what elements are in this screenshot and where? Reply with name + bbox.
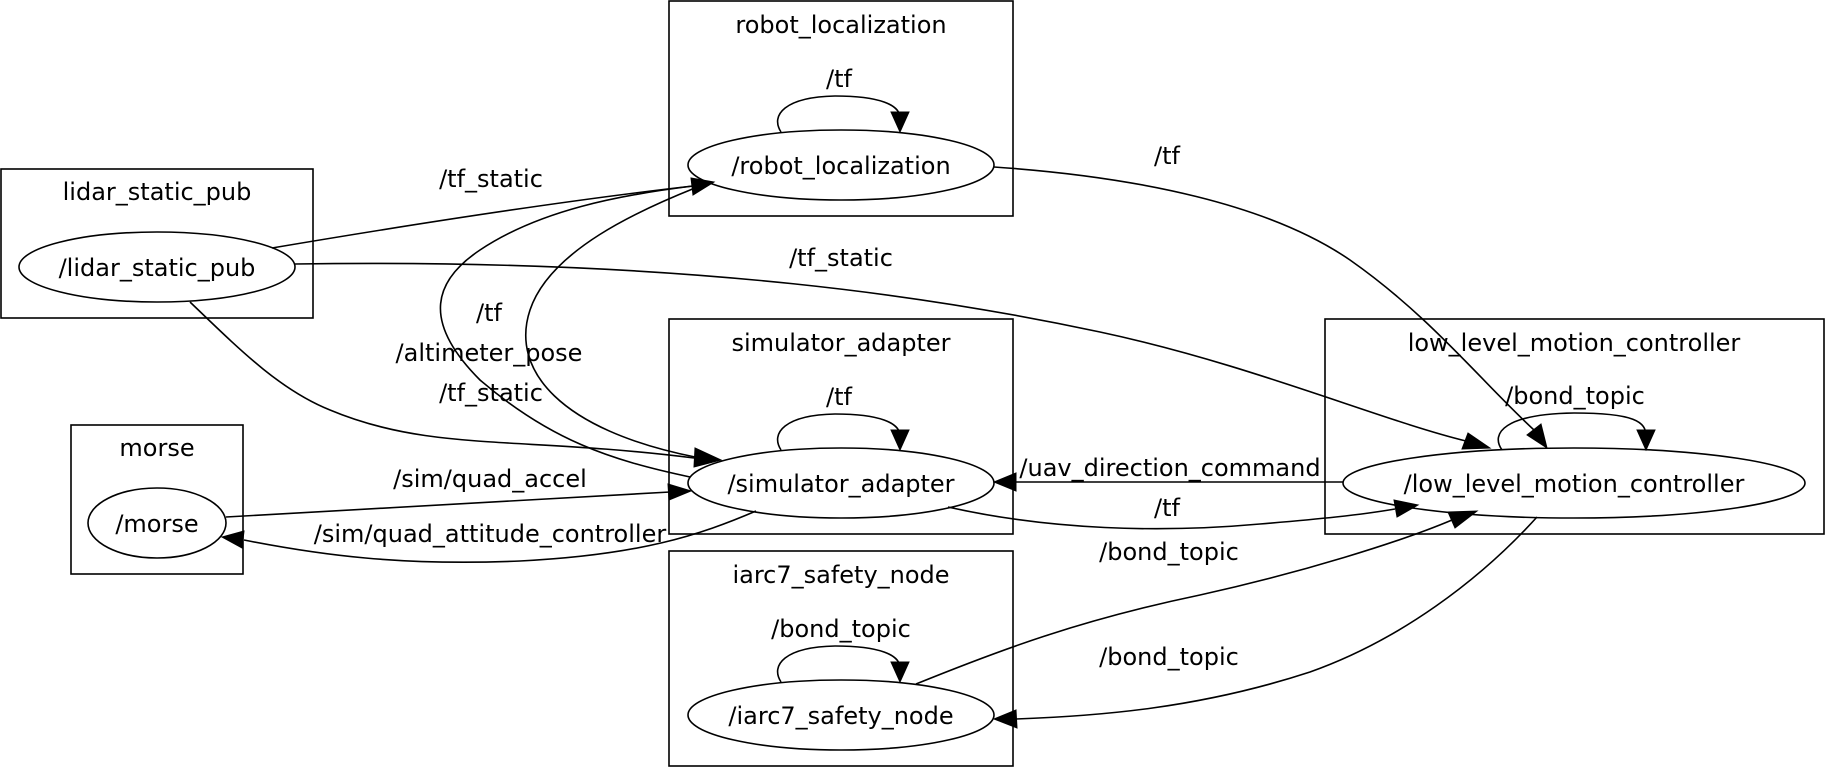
edge-simulator-to-morse-label: /sim/quad_attitude_controller [314,520,667,548]
node-morse[interactable]: /morse [87,487,227,559]
edge-lidar-to-llmc: /tf_static [294,244,1492,450]
cluster-robot-localization-label: robot_localization [735,11,946,39]
edge-llmc-to-simulator-label: /uav_direction_command [1019,454,1320,482]
edge-safety-self: /bond_topic [771,615,911,684]
edge-safety-to-llmc: /bond_topic [915,510,1479,685]
cluster-robot-localization: robot_localization [668,0,1014,217]
edge-morse-to-simulator: /sim/quad_accel [225,465,693,518]
edge-simulator-to-llmc-label: /tf [1154,494,1180,522]
node-iarc7-safety-node-label: /iarc7_safety_node [728,702,953,730]
edge-robot-localization-to-llmc: /tf [993,142,1548,450]
node-robot-localization-label: /robot_localization [731,152,950,180]
cluster-morse-label: morse [119,434,194,462]
node-robot-localization[interactable]: /robot_localization [687,129,995,201]
cluster-lidar-static-pub-label: lidar_static_pub [63,178,252,206]
edge-simulator-to-morse: /sim/quad_attitude_controller [220,510,757,564]
node-lidar-static-pub-label: /lidar_static_pub [59,254,256,282]
cluster-low-level-motion-controller: low_level_motion_controller [1324,318,1825,535]
cluster-lidar-static-pub: lidar_static_pub [0,168,314,319]
edge-lidar-to-robot-localization-label: /tf_static [439,165,543,193]
edge-robot-localization-to-llmc-label: /tf [1154,142,1180,170]
cluster-simulator-adapter-label: simulator_adapter [731,329,950,357]
edge-llmc-to-simulator: /uav_direction_command [992,454,1343,492]
edge-lidar-to-llmc-label: /tf_static [789,244,893,272]
edge-robot-localization-self-label: /tf [826,65,852,93]
edge-llmc-to-safety-label: /bond_topic [1099,643,1239,671]
edge-simulator-to-robot-localization: /tf [439,185,694,478]
cluster-simulator-adapter: simulator_adapter [668,318,1014,535]
edge-simulator-to-robot-localization-label: /tf [476,299,502,327]
node-low-level-motion-controller[interactable]: /low_level_motion_controller [1342,447,1806,519]
edge-lidar-to-robot-localization: /tf_static [271,165,716,249]
edge-llmc-self: /bond_topic [1497,382,1656,452]
edge-safety-self-label: /bond_topic [771,615,911,643]
node-morse-label: /morse [115,510,198,538]
edge-lidar-to-simulator-label: /tf_static [439,379,543,407]
edge-simulator-self: /tf [776,383,910,452]
cluster-iarc7-safety-node-label: iarc7_safety_node [732,561,949,589]
node-simulator-adapter[interactable]: /simulator_adapter [687,447,995,519]
node-lidar-static-pub[interactable]: /lidar_static_pub [18,231,296,303]
edge-morse-to-simulator-label: /sim/quad_accel [393,465,587,493]
edge-safety-to-llmc-label: /bond_topic [1099,538,1239,566]
node-low-level-motion-controller-label: /low_level_motion_controller [1404,470,1745,498]
edge-lidar-to-simulator: /tf_static [189,301,695,459]
edge-llmc-to-safety: /bond_topic [992,516,1538,729]
edge-robot-localization-self: /tf [776,65,910,134]
node-simulator-adapter-label: /simulator_adapter [727,470,954,498]
node-iarc7-safety-node[interactable]: /iarc7_safety_node [687,679,995,751]
edge-simulator-self-label: /tf [826,383,852,411]
cluster-morse: morse [70,424,244,575]
edge-simulator-to-robot-localization-altimeter-label: /altimeter_pose [396,339,583,367]
edge-llmc-self-label: /bond_topic [1505,382,1645,410]
cluster-iarc7-safety-node: iarc7_safety_node [668,550,1014,767]
cluster-low-level-motion-controller-label: low_level_motion_controller [1408,329,1741,357]
edge-simulator-to-robot-localization-altimeter: /altimeter_pose [396,187,723,468]
edge-simulator-to-llmc: /tf [947,494,1420,530]
